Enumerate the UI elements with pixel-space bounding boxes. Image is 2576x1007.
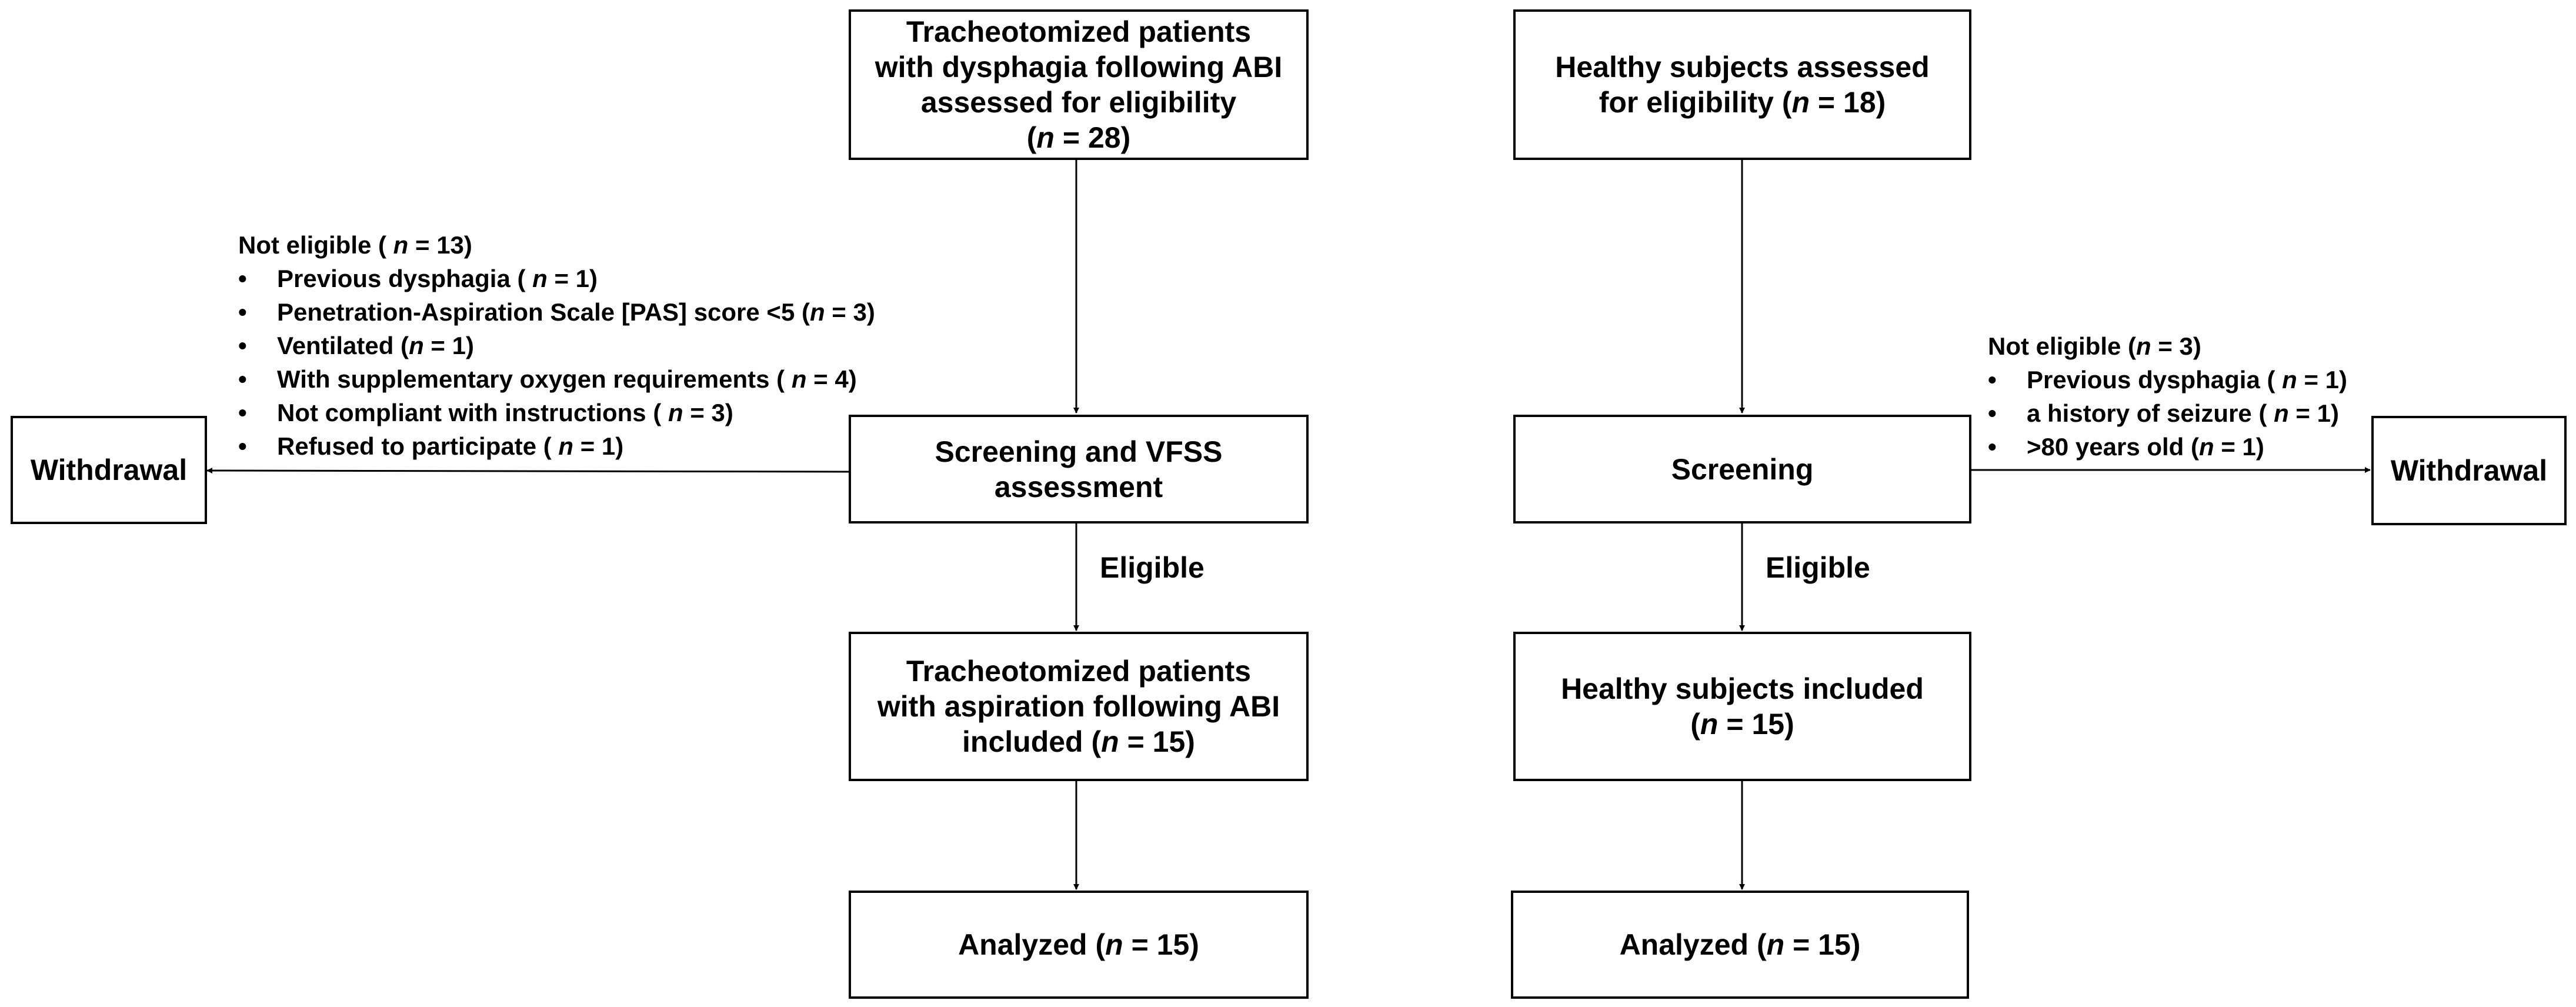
right-analyzed-box: Analyzed (n = 15) [1511, 891, 1969, 999]
left-included-box: Tracheotomized patients with aspiration … [849, 632, 1309, 781]
left-eligible-label: Eligible [1100, 551, 1204, 584]
right-withdrawal-box: Withdrawal [2371, 416, 2567, 525]
left-analyzed-text: Analyzed (n = 15) [958, 928, 1199, 961]
arrow-left-screening-to-withdrawal [206, 468, 851, 474]
left-included-text: Tracheotomized patients with aspiration … [877, 655, 1280, 758]
left-exclusion-title: Not eligible ( n = 13) [238, 231, 472, 259]
left-exclusion-item: •Refused to participate ( n = 1) [238, 432, 624, 460]
left-withdrawal-box: Withdrawal [11, 416, 207, 524]
right-included-box: Healthy subjects included (n = 15) [1513, 632, 1971, 781]
right-withdrawal-text: Withdrawal [2390, 454, 2548, 487]
left-screening-text: Screening and VFSS assessment [935, 435, 1223, 504]
right-exclusion-list: Not eligible (n = 3) •Previous dysphagia… [1988, 329, 2347, 464]
right-exclusion-item: •a history of seizure ( n = 1) [1988, 399, 2339, 427]
left-analyzed-box: Analyzed (n = 15) [849, 891, 1309, 999]
right-screening-text: Screening [1671, 452, 1814, 486]
left-assessed-box: Tracheotomized patients with dysphagia f… [849, 9, 1309, 160]
left-withdrawal-text: Withdrawal [30, 454, 188, 486]
left-exclusion-item: •Previous dysphagia ( n = 1) [238, 265, 598, 292]
right-exclusion-item: •Previous dysphagia ( n = 1) [1988, 366, 2348, 394]
left-exclusion-list: Not eligible ( n = 13) •Previous dysphag… [238, 228, 875, 463]
right-exclusion-title: Not eligible (n = 3) [1988, 332, 2201, 360]
left-exclusion-item: •Ventilated (n = 1) [238, 332, 474, 359]
right-assessed-box: Healthy subjects assessed for eligibilit… [1513, 9, 1971, 160]
left-exclusion-item: •Not compliant with instructions ( n = 3… [238, 399, 733, 426]
right-exclusion-item: •>80 years old (n = 1) [1988, 433, 2264, 461]
right-screening-box: Screening [1513, 415, 1971, 523]
left-screening-box: Screening and VFSS assessment [849, 415, 1309, 523]
right-analyzed-text: Analyzed (n = 15) [1619, 928, 1861, 961]
left-assessed-text: Tracheotomized patients with dysphagia f… [875, 15, 1283, 154]
left-exclusion-item: •With supplementary oxygen requirements … [238, 365, 857, 393]
right-eligible-label: Eligible [1766, 551, 1870, 584]
right-assessed-text: Healthy subjects assessed for eligibilit… [1555, 51, 1930, 119]
left-exclusion-item: •Penetration-Aspiration Scale [PAS] scor… [238, 298, 875, 326]
right-included-text: Healthy subjects included (n = 15) [1561, 672, 1924, 741]
